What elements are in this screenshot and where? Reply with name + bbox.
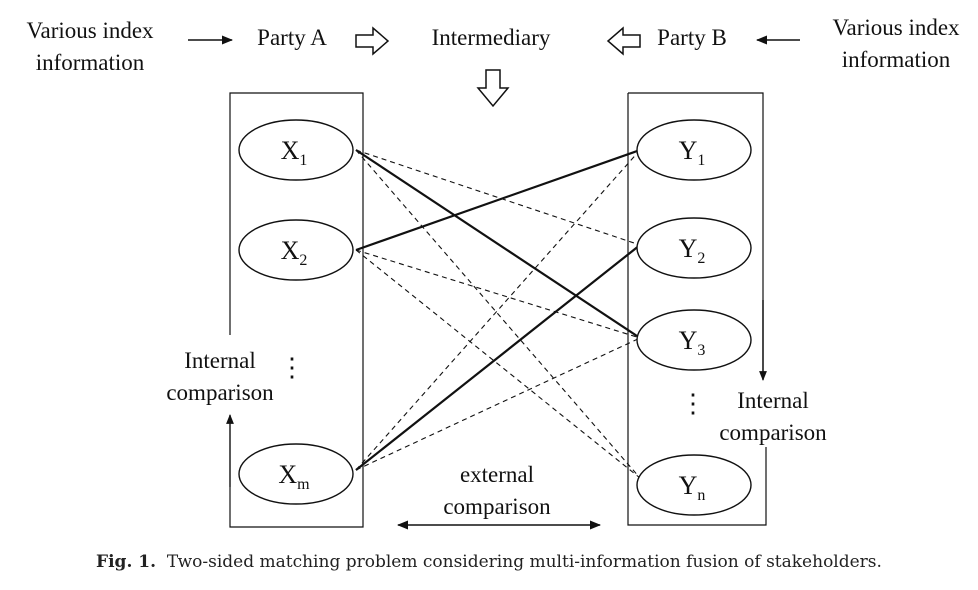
- internal-right-line2: comparison: [719, 420, 827, 445]
- party-a-label: Party A: [257, 25, 327, 50]
- caption-label: Fig. 1.: [96, 552, 157, 572]
- match-xm-y2: [355, 244, 641, 471]
- edge-xm-y3: [355, 337, 641, 471]
- party-a-hollow-arrow: [355, 26, 390, 56]
- solid-connections: [355, 148, 641, 471]
- node-y1: Y1: [636, 119, 752, 181]
- node-y2: Y2: [636, 217, 752, 279]
- node-yn: Yn: [636, 454, 752, 516]
- caption-text: Two-sided matching problem considering m…: [166, 552, 882, 572]
- intermediary-down-arrow: [476, 69, 510, 108]
- node-x1: X1: [238, 119, 354, 181]
- node-xm: Xm: [238, 443, 354, 505]
- internal-left-line2: comparison: [166, 380, 274, 405]
- internal-right-line1: Internal: [737, 388, 809, 413]
- svg-text:X1: X1: [281, 136, 308, 169]
- party-b-box-bottom: [627, 93, 767, 526]
- svg-text:Yn: Yn: [679, 471, 706, 504]
- right-info-line1: Various index: [832, 15, 960, 40]
- party-b-box-top: [628, 92, 764, 378]
- svg-text:X2: X2: [281, 236, 308, 269]
- edge-x2-yn: [355, 249, 641, 479]
- external-line1: external: [460, 462, 534, 487]
- intermediary-label: Intermediary: [432, 25, 551, 50]
- left-ellipsis: ⋮: [279, 353, 305, 382]
- dashed-connections: [355, 149, 641, 479]
- figure-caption: Fig. 1. Two-sided matching problem consi…: [0, 552, 978, 572]
- edge-x1-yn: [355, 149, 641, 479]
- edge-x1-y2: [355, 149, 641, 246]
- edge-x2-y3: [355, 249, 641, 339]
- right-info-line2: information: [842, 47, 951, 72]
- svg-text:Y3: Y3: [679, 326, 706, 359]
- node-x2: X2: [238, 219, 354, 281]
- left-info-line2: information: [36, 50, 145, 75]
- node-y3: Y3: [636, 309, 752, 371]
- left-info-line1: Various index: [26, 18, 154, 43]
- party-a-box: [229, 92, 364, 528]
- svg-text:Y2: Y2: [679, 234, 706, 267]
- internal-left-line1: Internal: [184, 348, 256, 373]
- party-b-label: Party B: [657, 25, 727, 50]
- external-line2: comparison: [443, 494, 551, 519]
- match-x1-y3: [355, 149, 641, 339]
- match-x2-y1: [355, 148, 641, 252]
- party-b-hollow-arrow: [606, 26, 641, 56]
- svg-text:Xm: Xm: [278, 460, 310, 493]
- svg-text:Y1: Y1: [679, 136, 706, 169]
- right-ellipsis: ⋮: [680, 389, 706, 418]
